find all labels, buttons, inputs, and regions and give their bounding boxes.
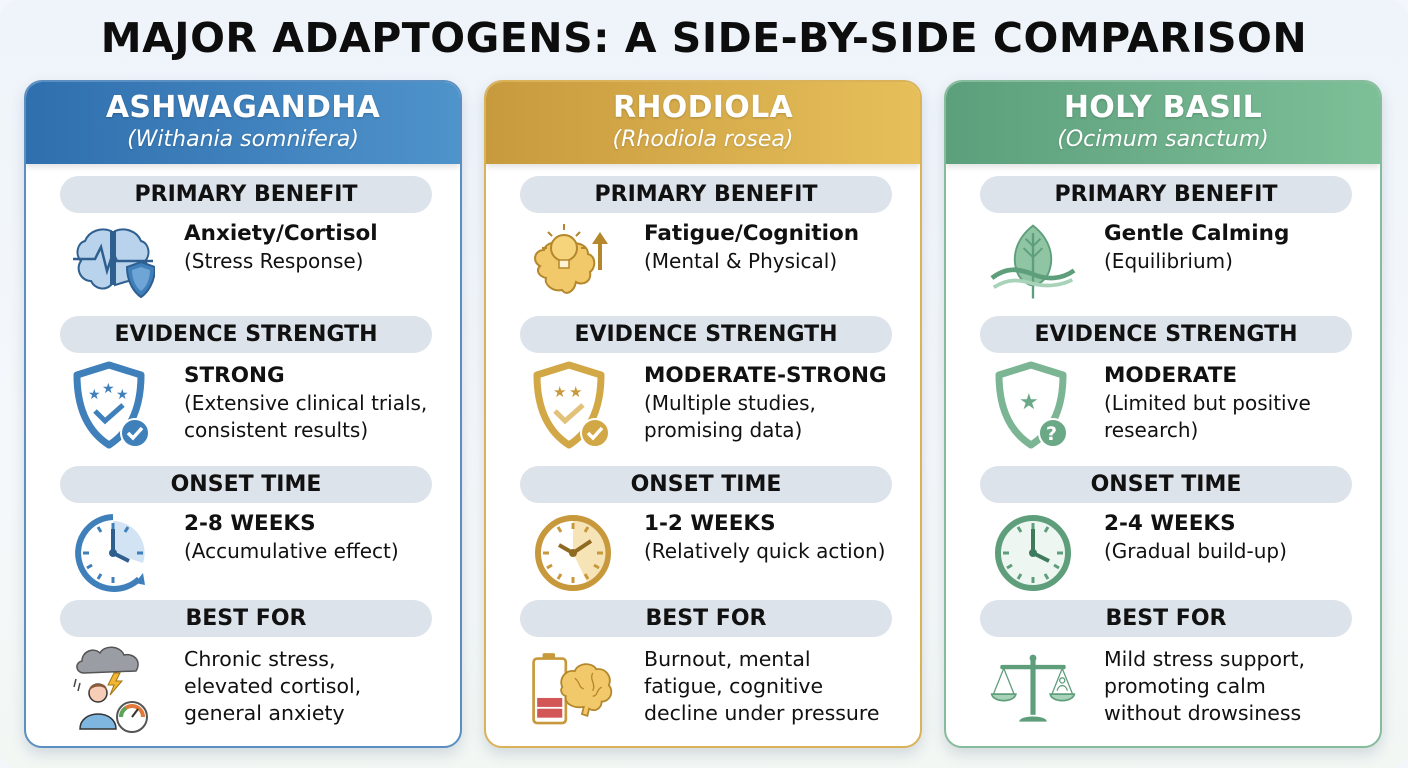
primary-benefit-row: Gentle Calming (Equilibrium): [990, 220, 1370, 306]
svg-text:★: ★: [102, 380, 115, 396]
evidence-detail-line-2: consistent results): [184, 418, 369, 442]
star-shield-question-icon: ★ ?: [990, 361, 1076, 449]
herb-name: RHODIOLA: [612, 90, 793, 125]
card-header: HOLY BASIL (Ocimum sanctum): [946, 82, 1380, 164]
section-evidence-strength: EVIDENCE STRENGTH: [980, 316, 1352, 353]
onset-value: 1-2 WEEKS: [644, 511, 776, 536]
primary-benefit-row: Fatigue/Cognition (Mental & Physical): [530, 220, 910, 306]
evidence-row: ★ ★ ★ STRONG (Extensive clinical trials,…: [70, 361, 450, 449]
svg-text:?: ?: [1046, 423, 1057, 445]
svg-text:★: ★: [569, 384, 582, 401]
onset-row: 1-2 WEEKS (Relatively quick action): [530, 510, 910, 596]
section-primary-benefit: PRIMARY BENEFIT: [60, 176, 432, 213]
page-title: MAJOR ADAPTOGENS: A SIDE-BY-SIDE COMPARI…: [100, 14, 1308, 62]
evidence-detail-line-2: research): [1104, 418, 1199, 442]
benefit-title: Anxiety/Cortisol: [184, 221, 378, 246]
best-for-line-3: without drowsiness: [1104, 701, 1302, 725]
clock-icon: [530, 510, 616, 596]
svg-text:★: ★: [116, 386, 129, 402]
card-header: ASHWAGANDHA (Withania somnifera): [26, 82, 460, 164]
primary-benefit-row: Anxiety/Cortisol (Stress Response): [70, 220, 450, 306]
card-holy-basil: HOLY BASIL (Ocimum sanctum) PRIMARY BENE…: [944, 80, 1382, 748]
section-evidence-strength: EVIDENCE STRENGTH: [520, 316, 892, 353]
low-battery-brain-icon: [530, 646, 616, 732]
benefit-title: Gentle Calming: [1104, 221, 1290, 246]
best-for-line-3: decline under pressure: [644, 701, 880, 725]
herb-latin-name: (Rhodiola rosea): [612, 127, 794, 152]
best-for-line-2: promoting calm: [1104, 674, 1266, 698]
balance-scale-icon: [990, 646, 1076, 732]
svg-text:★: ★: [88, 386, 101, 402]
evidence-detail-line-1: (Extensive clinical trials,: [184, 391, 428, 415]
onset-row: 2-4 WEEKS (Gradual build-up): [990, 510, 1370, 596]
section-onset-time: ONSET TIME: [60, 466, 432, 503]
two-star-shield-check-icon: ★ ★: [530, 361, 616, 449]
leaf-waves-icon: [990, 220, 1076, 306]
card-header: RHODIOLA (Rhodiola rosea): [486, 82, 920, 164]
stressed-person-cloud-gauge-icon: [70, 646, 156, 733]
herb-name: ASHWAGANDHA: [105, 90, 381, 125]
clock-icon: [70, 510, 156, 596]
herb-latin-name: (Withania somnifera): [127, 127, 359, 152]
svg-text:★: ★: [553, 384, 566, 401]
best-for-line-2: fatigue, cognitive: [644, 674, 824, 698]
section-onset-time: ONSET TIME: [980, 466, 1352, 503]
onset-value: 2-8 WEEKS: [184, 511, 316, 536]
section-onset-time: ONSET TIME: [520, 466, 892, 503]
best-for-line-2: elevated cortisol,: [184, 674, 362, 698]
evidence-row: ★ ? MODERATE (Limited but positive resea…: [990, 361, 1370, 449]
herb-name: HOLY BASIL: [1063, 90, 1263, 125]
best-for-line-1: Mild stress support,: [1104, 647, 1306, 671]
card-ashwagandha: ASHWAGANDHA (Withania somnifera) PRIMARY…: [24, 80, 462, 748]
best-for-line-3: general anxiety: [184, 701, 345, 725]
herb-latin-name: (Ocimum sanctum): [1057, 127, 1269, 152]
onset-detail: (Accumulative effect): [184, 539, 399, 563]
evidence-detail-line-1: (Limited but positive: [1104, 391, 1311, 415]
section-primary-benefit: PRIMARY BENEFIT: [980, 176, 1352, 213]
brain-lightbulb-arrow-icon: [530, 220, 616, 306]
section-evidence-strength: EVIDENCE STRENGTH: [60, 316, 432, 353]
onset-row: 2-8 WEEKS (Accumulative effect): [70, 510, 450, 596]
evidence-row: ★ ★ MODERATE-STRONG (Multiple studies, p…: [530, 361, 910, 449]
svg-text:★: ★: [1019, 389, 1039, 414]
section-best-for: BEST FOR: [520, 600, 892, 637]
evidence-level: STRONG: [184, 363, 285, 388]
best-for-row: Chronic stress, elevated cortisol, gener…: [70, 646, 450, 733]
onset-detail: (Gradual build-up): [1104, 539, 1287, 563]
clock-icon: [990, 510, 1076, 596]
best-for-row: Burnout, mental fatigue, cognitive decli…: [530, 646, 910, 732]
three-star-shield-check-icon: ★ ★ ★: [70, 361, 156, 449]
card-rhodiola: RHODIOLA (Rhodiola rosea) PRIMARY BENEFI…: [484, 80, 922, 748]
evidence-level: MODERATE-STRONG: [644, 363, 887, 388]
evidence-detail-line-2: promising data): [644, 418, 803, 442]
section-best-for: BEST FOR: [980, 600, 1352, 637]
onset-value: 2-4 WEEKS: [1104, 511, 1236, 536]
section-best-for: BEST FOR: [60, 600, 432, 637]
benefit-detail: (Equilibrium): [1104, 249, 1233, 273]
benefit-detail: (Stress Response): [184, 249, 364, 273]
best-for-line-1: Chronic stress,: [184, 647, 336, 671]
best-for-line-1: Burnout, mental: [644, 647, 811, 671]
brain-shield-icon: [70, 220, 156, 306]
benefit-detail: (Mental & Physical): [644, 249, 838, 273]
evidence-detail-line-1: (Multiple studies,: [644, 391, 816, 415]
evidence-level: MODERATE: [1104, 363, 1238, 388]
benefit-title: Fatigue/Cognition: [644, 221, 860, 246]
onset-detail: (Relatively quick action): [644, 539, 886, 563]
best-for-row: Mild stress support, promoting calm with…: [990, 646, 1370, 732]
section-primary-benefit: PRIMARY BENEFIT: [520, 176, 892, 213]
